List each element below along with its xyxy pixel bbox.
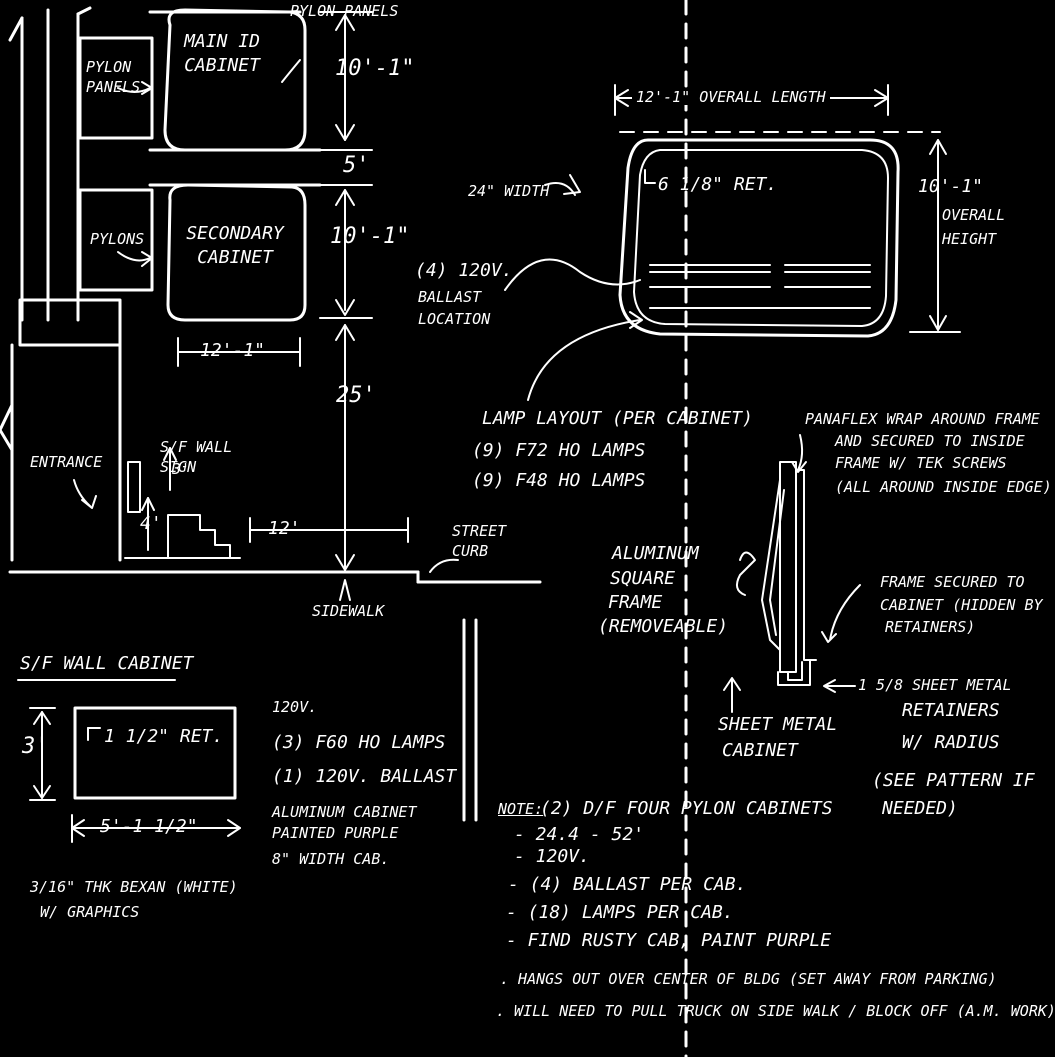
frame-label-4: (REMOVEABLE) — [598, 616, 729, 637]
retainer-label-3: W/ RADIUS — [902, 732, 1000, 753]
main-cabinet-label: MAIN ID CABINET — [184, 31, 260, 77]
note-line-8: . WILL NEED TO PULL TRUCK ON SIDE WALK /… — [496, 1002, 1055, 1020]
width-arrow — [544, 174, 581, 196]
entrance-label: ENTRANCE — [30, 453, 103, 471]
wall-cabinet-width: 5'-1 1/2" — [100, 816, 198, 837]
retainer-label-2: RETAINERS — [902, 700, 1000, 721]
wall-cabinet-title: S/F WALL CABINET — [20, 653, 194, 674]
frame-label-2: SQUARE — [610, 568, 676, 589]
sheet-cabinet-label-2: CABINET — [722, 740, 798, 761]
lamp-layout-label: LAMP LAYOUT (PER CABINET) — [482, 408, 753, 429]
wall-cabinet-finish1: ALUMINUM CABINET — [272, 803, 417, 821]
ground-line — [8, 447, 542, 601]
ballast-label-1: (4) 120V. — [415, 260, 513, 281]
overall-height-2: OVERALL — [942, 206, 1006, 224]
setback-dim: 12' — [268, 518, 301, 539]
section-detail — [723, 434, 861, 713]
note-line-5: - (18) LAMPS PER CAB. — [506, 902, 734, 923]
pylon-panels-arrow-top — [281, 59, 301, 83]
notes-label: NOTE: — [498, 800, 544, 818]
wall-cabinet-face: 3/16" THK BEXAN (WHITE) — [30, 878, 238, 896]
wall-cabinet-ballast: (1) 120V. BALLAST — [272, 766, 457, 787]
lamp-layout-leader — [527, 311, 643, 401]
secured-label-3: RETAINERS) — [885, 618, 976, 636]
lamp-layout-f48: (9) F48 HO LAMPS — [472, 470, 646, 491]
secondary-height-dim: 10'-1" — [330, 224, 410, 249]
pylon-panels-top-label: PYLON PANELS — [290, 2, 399, 20]
wall-cabinet-face2: W/ GRAPHICS — [40, 903, 140, 921]
note-line-3: - 120V. — [514, 846, 590, 867]
note-line-4: - (4) BALLAST PER CAB. — [508, 874, 747, 895]
frame-label-1: ALUMINUM — [612, 543, 699, 564]
overall-height-3: HEIGHT — [942, 230, 997, 248]
pylon-structure — [0, 6, 322, 562]
wall-cabinet-lamps: (3) F60 HO LAMPS — [272, 732, 446, 753]
pylons-arrow — [117, 251, 153, 267]
retainer-label-4: (SEE PATTERN IF — [872, 770, 1035, 791]
vertical-dimension-lines — [319, 11, 373, 571]
street-curb-label: STREET CURB — [452, 522, 507, 560]
overall-height-dimension — [909, 139, 961, 333]
cabinet-width-dim: 12'-1" — [200, 340, 266, 361]
note-line-6: - FIND RUSTY CAB, PAINT PURPLE — [506, 930, 832, 951]
overall-length-label: 12'-1" OVERALL LENGTH — [632, 90, 830, 105]
retainer-label-5: NEEDED) — [882, 798, 958, 819]
wall-sign-base: 4' — [140, 513, 162, 534]
lamp-lines — [649, 264, 871, 309]
wall-cabinet-dimensions — [29, 707, 241, 843]
wall-sign-callout: S/F WALL SIGN — [160, 438, 233, 476]
secondary-cabinet-label: SECONDARY CABINET — [186, 223, 284, 269]
note-line-7: . HANGS OUT OVER CENTER OF BLDG (SET AWA… — [500, 970, 997, 988]
frame-label-3: FRAME — [608, 592, 663, 613]
secondary-cabinet — [166, 183, 307, 322]
secured-label-1: FRAME SECURED TO — [880, 573, 1025, 591]
ballast-label-2: BALLAST — [418, 288, 482, 306]
retainer-label-1: 1 5/8 SHEET METAL — [858, 676, 1012, 694]
panaflex-note-2: AND SECURED TO INSIDE — [835, 432, 1025, 450]
secured-label-2: CABINET (HIDDEN BY — [880, 596, 1043, 614]
note-line-1: (2) D/F FOUR PYLON CABINETS — [540, 798, 833, 819]
sidewalk-label: SIDEWALK — [312, 602, 385, 620]
return-mark — [644, 169, 656, 184]
panaflex-note-4: (ALL AROUND INSIDE EDGE) — [835, 478, 1052, 496]
wall-cabinet-depth: 8" WIDTH CAB. — [272, 850, 390, 868]
note-line-2: - 24.4 - 52' — [514, 824, 645, 845]
pylon-panels-arrow — [117, 81, 153, 95]
panaflex-note-1: PANAFLEX WRAP AROUND FRAME — [805, 410, 1040, 428]
pylon-panels-left-label: PYLON PANELS — [86, 58, 141, 96]
pylons-label: PYLONS — [90, 230, 145, 248]
wall-sign-height: 3' — [172, 460, 191, 478]
wall-cabinet-finish2: PAINTED PURPLE — [272, 824, 399, 842]
gap-dim: 5' — [343, 153, 370, 178]
main-height-dim: 10'-1" — [335, 56, 415, 81]
clearance-dim: 25' — [336, 383, 376, 408]
main-id-cabinet — [163, 8, 307, 152]
width-label: 24" WIDTH — [468, 182, 550, 200]
sheet-cabinet-label-1: SHEET METAL — [718, 714, 838, 735]
panaflex-note-3: FRAME W/ TEK SCREWS — [835, 454, 1007, 472]
return-label: 6 1/8" RET. — [658, 174, 778, 195]
wall-cabinet-voltage: 120V. — [272, 698, 318, 716]
wall-cabinet-height: 3' — [22, 734, 49, 759]
wall-cabinet-rect — [73, 706, 237, 800]
pylon-cabinet-inner — [633, 149, 889, 327]
wall-cabinet-return: 1 1/2" RET. — [104, 726, 224, 747]
pylon-cabinet-outer — [618, 138, 900, 338]
cabinet-width-dimension — [177, 337, 301, 367]
ballast-leader — [504, 258, 641, 291]
overall-height-1: 10'-1" — [918, 176, 984, 197]
ballast-label-3: LOCATION — [418, 310, 491, 328]
lamp-layout-f72: (9) F72 HO LAMPS — [472, 440, 646, 461]
